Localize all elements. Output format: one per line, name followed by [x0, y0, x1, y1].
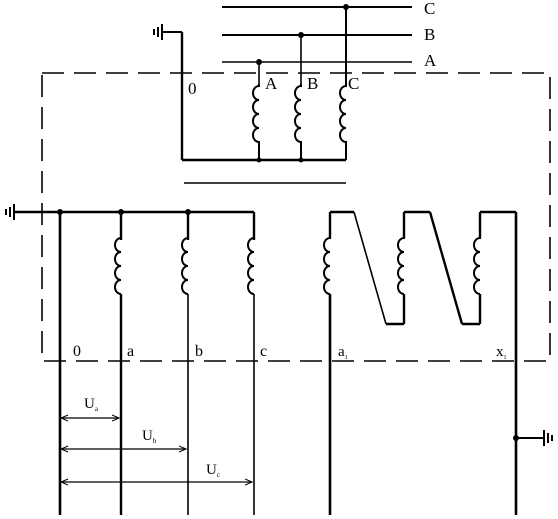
primary-coil-a	[252, 84, 260, 160]
winding-label-a: A	[265, 74, 278, 93]
terminal-b-label: b	[195, 343, 203, 360]
voltage-ua-label: Ua	[84, 396, 99, 413]
primary-coil-c	[339, 84, 347, 160]
ground-left-icon	[5, 204, 15, 220]
ground-icon	[153, 24, 163, 40]
winding-label-c: C	[348, 74, 359, 93]
secondary-coil-a1	[323, 236, 331, 295]
primary-wiring	[162, 7, 347, 184]
terminal-a-label: a	[127, 343, 134, 360]
winding-label-b: B	[307, 74, 318, 93]
primary-neutral-label: 0	[188, 79, 197, 98]
dashed-enclosure	[41, 72, 551, 362]
secondary-coil-a	[114, 236, 122, 295]
terminal-0-label: 0	[73, 343, 81, 360]
secondary-coil-delta-3	[473, 236, 481, 295]
secondary-junction-dots	[57, 209, 519, 441]
voltage-arrows	[62, 418, 252, 482]
primary-junction-dots	[256, 4, 349, 163]
ground-right-icon	[543, 430, 553, 446]
primary-coil-b	[294, 84, 302, 160]
bus-label-a: A	[424, 51, 437, 70]
terminal-c-label: c	[260, 343, 267, 360]
secondary-wiring	[14, 210, 544, 515]
primary-buses	[222, 6, 412, 63]
terminal-a1-label: a1	[338, 344, 348, 361]
secondary-coil-c	[247, 236, 255, 295]
voltage-uc-label: Uc	[206, 462, 220, 479]
terminal-x1-label: x1	[496, 344, 507, 361]
bus-label-c: C	[424, 0, 435, 18]
secondary-coil-delta-2	[397, 236, 405, 295]
secondary-coil-b	[181, 236, 189, 295]
bus-label-b: B	[424, 25, 435, 44]
voltage-ub-label: Ub	[142, 428, 157, 445]
